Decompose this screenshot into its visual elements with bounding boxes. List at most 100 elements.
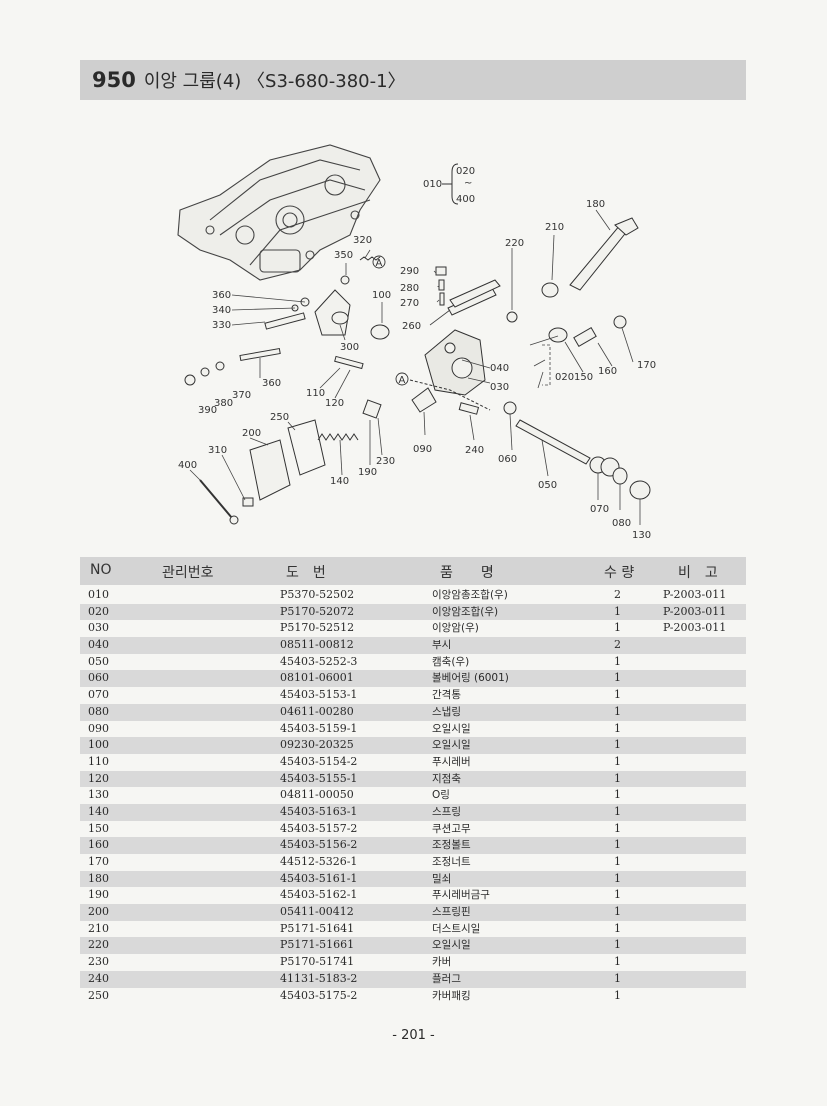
cell-part-name: 푸시레버금구 (432, 889, 490, 902)
table-row: 140 45403-5163-1 스프링 1 (80, 803, 746, 821)
callout-210: 210 (545, 222, 564, 233)
cell-part-number: P5170-52072 (280, 604, 355, 618)
cell-part-name: 더스트시일 (432, 922, 481, 935)
cell-no: 140 (88, 804, 109, 818)
cell-no: 150 (88, 821, 109, 835)
col-part-number: 도 번 (286, 565, 326, 581)
cell-part-name: 오일시일 (432, 939, 471, 952)
cell-part-name: 볼베어링 (6001) (432, 672, 509, 685)
cell-no: 090 (88, 721, 109, 735)
cell-quantity: 1 (614, 921, 621, 935)
cell-remark: P-2003-011 (663, 604, 727, 618)
cell-part-number: 41131-5183-2 (280, 971, 358, 985)
cell-quantity: 1 (614, 855, 621, 868)
callout-220: 220 (505, 238, 524, 249)
callout-360b: 360 (212, 290, 231, 301)
cell-part-number: P5370-52502 (280, 588, 355, 601)
cell-part-number: 45403-5156-2 (280, 838, 358, 852)
cell-part-name: 이앙암조합(우) (432, 605, 499, 618)
callout-070: 060 (498, 454, 517, 465)
col-control-number: 관리번호 (162, 565, 214, 581)
callout-230: 200 (242, 428, 261, 439)
cell-quantity: 1 (614, 821, 621, 835)
cell-quantity: 1 (614, 955, 621, 969)
cell-quantity: 1 (614, 988, 621, 1002)
cell-part-number: 45403-5252-3 (280, 654, 358, 668)
exploded-parts-diagram: 010 020 ~ 400 (150, 140, 670, 545)
cell-part-name: 스프링 (432, 805, 461, 818)
cell-no: 210 (88, 921, 109, 935)
cell-no: 110 (88, 754, 109, 768)
cell-part-name: 푸시레버 (432, 755, 471, 768)
cell-part-number: 45403-5163-1 (280, 804, 358, 818)
cell-part-number: 04811-00050 (280, 788, 354, 802)
cell-part-name: 이앙암(우) (432, 622, 479, 635)
cell-quantity: 1 (614, 905, 621, 919)
callout-120: 110 (306, 388, 325, 399)
cell-no: 200 (88, 905, 109, 919)
cell-no: 170 (88, 855, 109, 868)
cell-part-name: 지점축 (432, 772, 461, 785)
cell-part-number: 08511-00812 (280, 638, 354, 652)
cell-no: 050 (88, 654, 109, 668)
cell-part-name: 스냅링 (432, 705, 461, 718)
cell-part-name: 조정볼트 (432, 839, 471, 852)
callout-330: 320 (353, 235, 372, 246)
cell-part-name: O링 (432, 789, 450, 802)
cell-part-name: 밀쇠 (432, 872, 452, 885)
callout-300: 290 (400, 266, 419, 277)
callout-380: 370 (232, 390, 251, 401)
callout-labels: 180 210 220 290 280 270 260 100 320 350 … (178, 199, 656, 541)
cell-quantity: 1 (614, 938, 621, 952)
marker-a: A A (372, 255, 409, 386)
cell-no: 060 (88, 671, 109, 685)
cell-quantity: 1 (614, 754, 621, 768)
cell-no: 180 (88, 871, 109, 885)
cell-part-number: 45403-5162-1 (280, 888, 358, 902)
callout-080: 080 (612, 518, 631, 529)
callout-270: 270 (400, 298, 419, 309)
cell-quantity: 1 (614, 704, 621, 718)
cell-quantity: 1 (614, 604, 621, 618)
cell-part-number: 45403-5153-1 (280, 688, 358, 702)
cell-quantity: 2 (614, 588, 621, 601)
range-tilde: ~ (464, 178, 472, 189)
section-number: 950 (92, 68, 136, 92)
cell-quantity: 1 (614, 888, 621, 902)
cell-quantity: 1 (614, 621, 621, 635)
cell-part-number: 44512-5326-1 (280, 855, 358, 868)
cell-part-number: P5171-51661 (280, 938, 355, 952)
callout-260: 400 (178, 460, 197, 471)
group-bracket (542, 344, 551, 386)
callout-400: 390 (198, 405, 217, 416)
callout-030: 030 (490, 382, 509, 393)
cell-part-number: 45403-5155-1 (280, 771, 358, 785)
callout-090: 130 (632, 530, 651, 541)
cell-remark: P-2003-011 (663, 588, 727, 601)
cell-no: 250 (88, 988, 109, 1002)
callout-170: 170 (637, 360, 656, 371)
callout-320: 240 (465, 445, 484, 456)
col-no: NO (90, 562, 112, 578)
callout-040: 040 (490, 363, 509, 374)
cell-quantity: 1 (614, 788, 621, 802)
cell-no: 020 (88, 604, 109, 618)
col-part-name: 품 명 (440, 565, 494, 581)
cell-quantity: 1 (614, 838, 621, 852)
col-quantity: 수 량 (604, 565, 635, 581)
cell-quantity: 1 (614, 804, 621, 818)
